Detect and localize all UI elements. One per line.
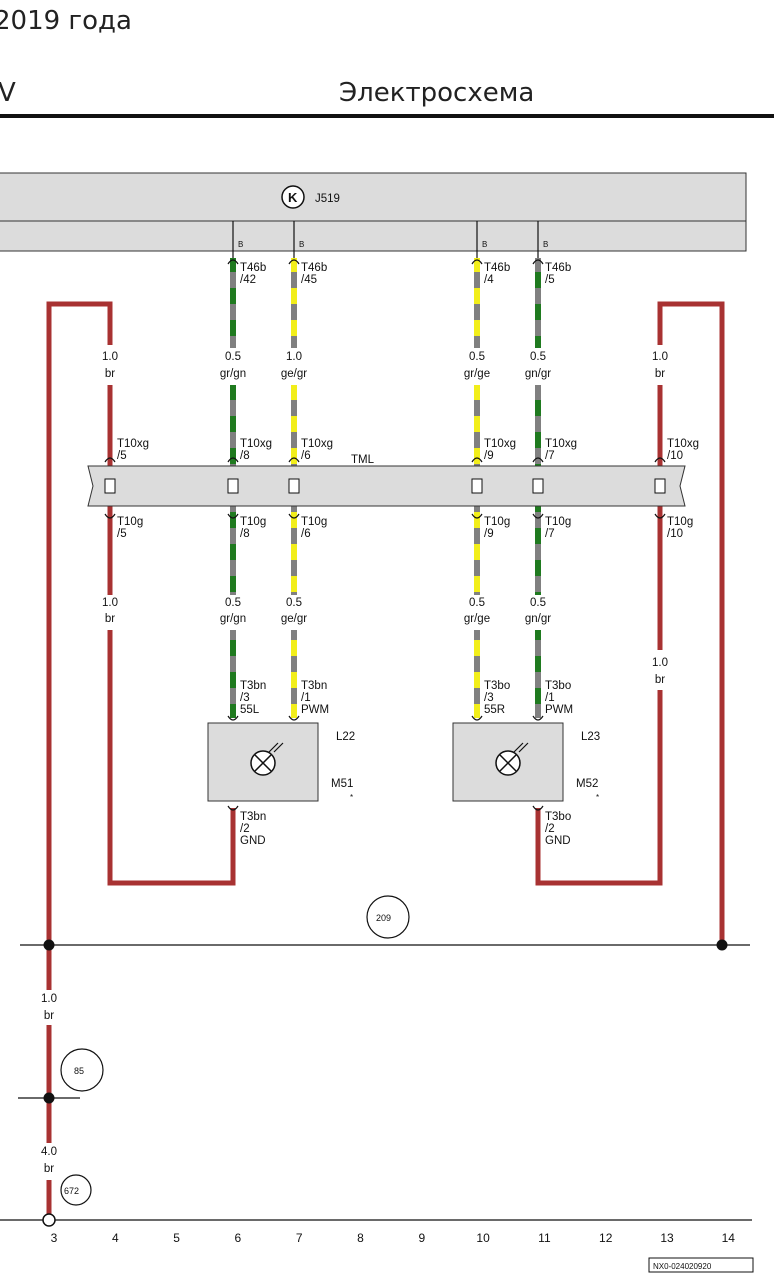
- pin-b-label: B: [299, 240, 304, 249]
- wire-color-label: gr/gn: [220, 368, 246, 380]
- track-number: 7: [296, 1231, 303, 1245]
- wire-color-label: br: [44, 1163, 54, 1175]
- component-l-code: L22: [336, 731, 355, 743]
- pin-b-label: B: [543, 240, 548, 249]
- track-number: 3: [51, 1231, 58, 1245]
- connector-top-pin-label: T10xg/9: [484, 438, 516, 462]
- connector-top-pin-label: T10xg/8: [240, 438, 272, 462]
- header-divider: [0, 114, 774, 118]
- track-numbers: 3 4 5 6 7 8 9 10 11 12 13 14: [51, 1231, 736, 1245]
- track-number: 13: [660, 1231, 674, 1245]
- wire-size-label: 4.0: [41, 1146, 57, 1158]
- track-number: 8: [357, 1231, 364, 1245]
- header-left-fragment: V: [0, 78, 16, 108]
- control-unit-j519: K J519: [0, 172, 747, 252]
- wire-size-label: 0.5: [286, 597, 302, 609]
- connector-bottom-pin-label: T10g/5: [117, 516, 143, 540]
- wire-color-label: ge/gr: [281, 368, 307, 380]
- wire-pin-top-label: T46b/4: [484, 262, 510, 286]
- image-code-text: NX0-024020920: [653, 1262, 712, 1271]
- wire-color-label: gr/ge: [464, 368, 490, 380]
- wire-labels: T46b/420.5gr/gnT10xg/8T10g/80.5gr/gnT3bn…: [41, 262, 699, 1175]
- track-number: 11: [538, 1231, 551, 1245]
- connector-top-pin-label: T10xg/5: [117, 438, 149, 462]
- connector-top-pin-label: T10xg/10: [667, 438, 699, 462]
- k-symbol-icon: [281, 185, 305, 209]
- wire-size-label: 1.0: [652, 657, 668, 669]
- image-code: NX0-024020920: [648, 1257, 754, 1273]
- page-title: Электросхема: [339, 78, 535, 108]
- ground-point-label: 209: [376, 913, 391, 923]
- track-number: 12: [599, 1231, 613, 1245]
- connector-bottom-pin-label: T10g/7: [545, 516, 571, 540]
- wire-color-label: br: [105, 613, 115, 625]
- wire-size-label: 0.5: [225, 597, 241, 609]
- asterisk-note: *: [596, 793, 599, 802]
- wire-pin-top-label: T46b/5: [545, 262, 571, 286]
- wire-color-label: br: [105, 368, 115, 380]
- component-m-code: M52: [576, 778, 598, 790]
- wire-color-label: br: [655, 674, 665, 686]
- connector-bar-label: TML: [351, 454, 375, 466]
- connector-top-pin-label: T10xg/6: [301, 438, 333, 462]
- wire-size-label: 0.5: [469, 597, 485, 609]
- circle-85-label: 85: [74, 1066, 84, 1076]
- control-unit-code: J519: [315, 193, 340, 205]
- asterisk-note: *: [350, 793, 353, 802]
- component-l22-m51: L22 M51 *: [207, 722, 355, 802]
- track-number: 10: [476, 1231, 490, 1245]
- track-number: 9: [418, 1231, 425, 1245]
- connector-top-pin-label: T10xg/7: [545, 438, 577, 462]
- wire-size-label: 0.5: [225, 351, 241, 363]
- pin-b-label: B: [482, 240, 487, 249]
- wire-color-label: br: [44, 1010, 54, 1022]
- track-number: 4: [112, 1231, 119, 1245]
- wire-size-label: 1.0: [652, 351, 668, 363]
- wire-size-label: 0.5: [469, 351, 485, 363]
- circle-672-label: 672: [64, 1186, 79, 1196]
- wire-color-label: gn/gr: [525, 613, 551, 625]
- component-l-code: L23: [581, 731, 600, 743]
- connector-bottom-pin-label: T10g/9: [484, 516, 510, 540]
- wire-color-label: gr/ge: [464, 613, 490, 625]
- wire-size-label: 0.5: [530, 597, 546, 609]
- brown-wires: [46, 301, 725, 1218]
- wire-color-label: ge/gr: [281, 613, 307, 625]
- component-m-code: M51: [331, 778, 353, 790]
- wire-color-label: br: [655, 368, 665, 380]
- connector-bottom-pin-label: T10g/6: [301, 516, 327, 540]
- wire-size-label: 1.0: [102, 351, 118, 363]
- header-date: 2019 года: [0, 6, 132, 36]
- track-number: 6: [235, 1231, 242, 1245]
- track-number: 14: [722, 1231, 736, 1245]
- j519-pin-stubs: [227, 221, 544, 265]
- connector-bottom-pin-label: T10g/10: [667, 516, 693, 540]
- wire-size-label: 1.0: [102, 597, 118, 609]
- track-number: 5: [173, 1231, 180, 1245]
- ground-bus: 209 85 672: [0, 895, 752, 1227]
- wire-color-label: gn/gr: [525, 368, 551, 380]
- pin-b-label: B: [238, 240, 243, 249]
- wire-color-label: gr/gn: [220, 613, 246, 625]
- wire-pin-top-label: T46b/45: [301, 262, 327, 286]
- svg-text:K: K: [288, 190, 298, 205]
- wire-size-label: 1.0: [41, 993, 57, 1005]
- wire-pin-top-label: T46b/42: [240, 262, 266, 286]
- connector-bar-tml: TML: [87, 454, 686, 519]
- wire-size-label: 1.0: [286, 351, 302, 363]
- wire-size-label: 0.5: [530, 351, 546, 363]
- connector-bottom-pin-label: T10g/8: [240, 516, 266, 540]
- component-l23-m52: L23 M52 *: [452, 722, 600, 802]
